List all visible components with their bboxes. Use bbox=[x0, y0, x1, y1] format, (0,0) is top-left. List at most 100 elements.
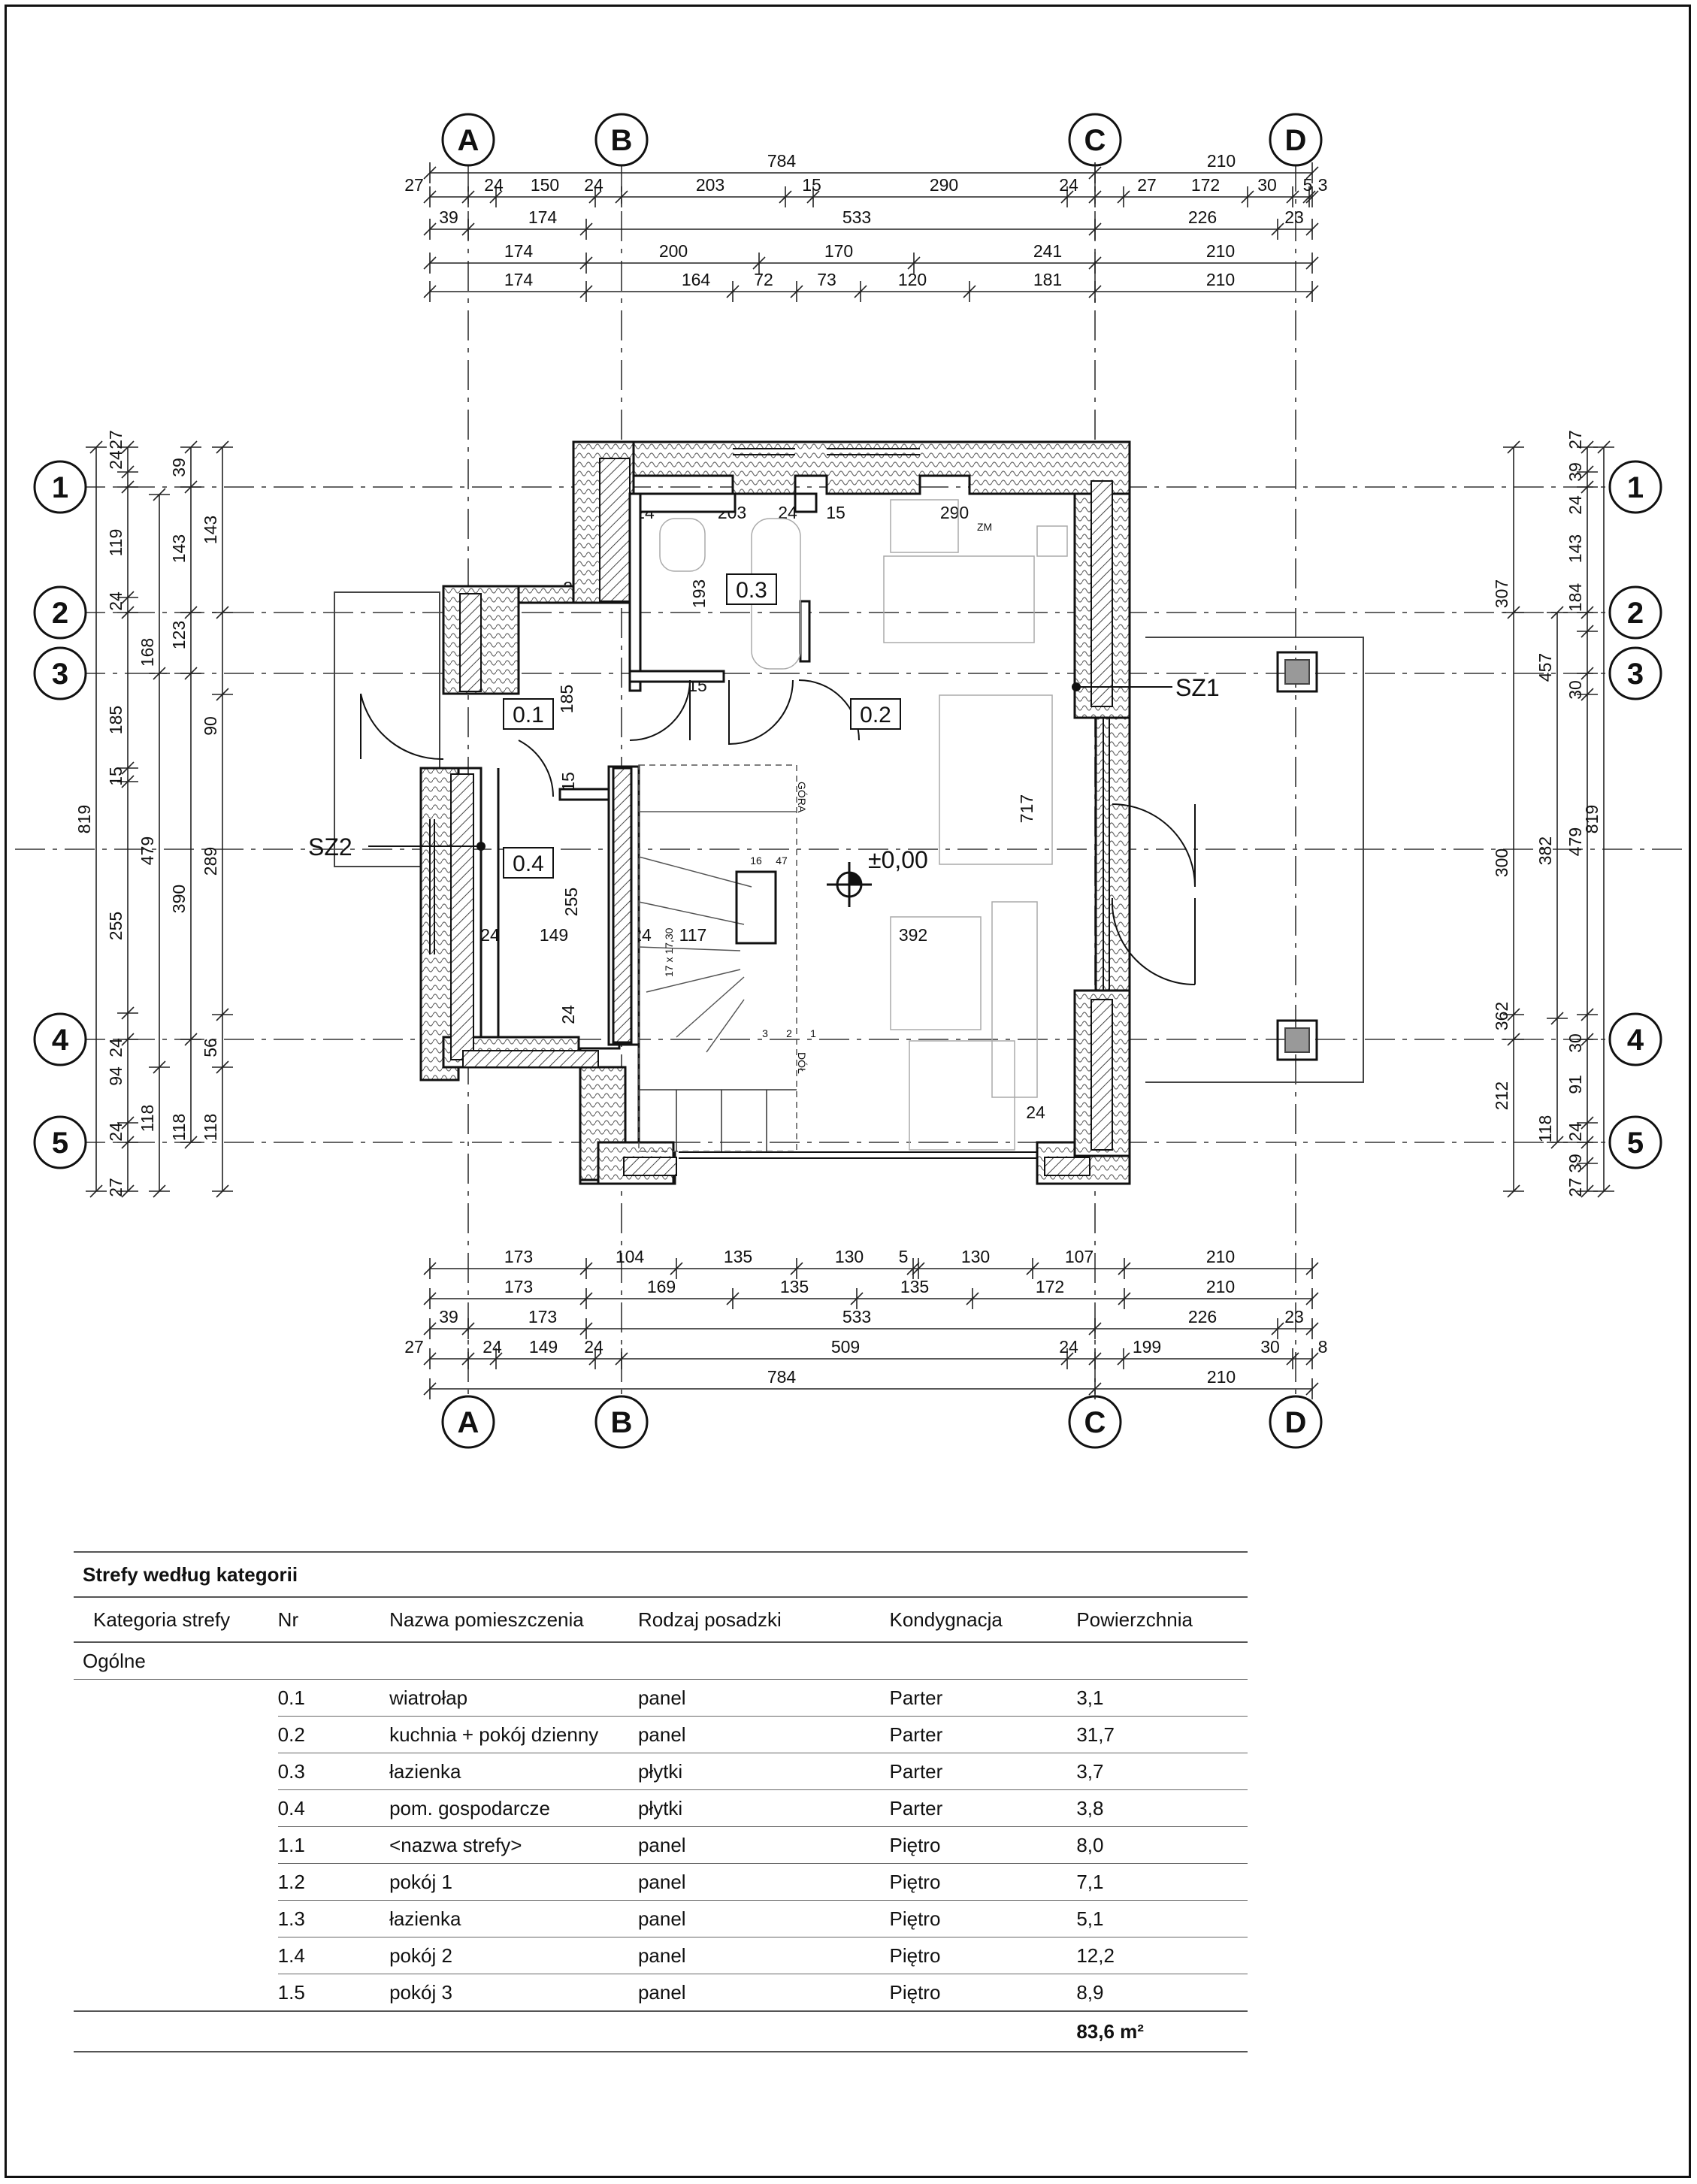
dimension-label: 90 bbox=[201, 716, 220, 736]
dimension-label: 174 bbox=[528, 207, 558, 227]
dimension-label: 479 bbox=[1565, 827, 1585, 856]
dimension-label: 184 bbox=[1565, 583, 1585, 613]
dimension-label: 118 bbox=[201, 1114, 220, 1142]
dimension-label: 27 bbox=[1137, 175, 1157, 195]
cell-category bbox=[74, 1753, 278, 1790]
dimension-label: 27 bbox=[1565, 430, 1585, 449]
cell-floor-type: panel bbox=[637, 1826, 890, 1864]
cell-category bbox=[74, 1680, 278, 1717]
dimension-label: 3 bbox=[1318, 175, 1328, 195]
room-tag-0-3: 0.3 bbox=[736, 578, 767, 603]
dimension-label: 164 bbox=[682, 270, 711, 289]
dimension-label: 479 bbox=[138, 836, 157, 865]
dimension-label: 56 bbox=[201, 1038, 220, 1057]
inner-dimension-label: 2 bbox=[786, 1027, 792, 1039]
dimension-label: 24 bbox=[482, 1337, 502, 1357]
cell-room-name: łazienka bbox=[389, 1900, 638, 1937]
axis-bubble bbox=[1608, 1012, 1662, 1066]
inner-dimension-label: 24 bbox=[1026, 1103, 1045, 1122]
cell-room-name: łazienka bbox=[389, 1753, 638, 1790]
dimension-label: 27 bbox=[106, 430, 126, 449]
dimension-label: 23 bbox=[1284, 207, 1304, 227]
cell-nr: 1.3 bbox=[277, 1900, 390, 1937]
inner-dimension-label: 24 bbox=[558, 1005, 578, 1024]
axis-bubble bbox=[33, 585, 87, 640]
dimension-label: 226 bbox=[1188, 1307, 1217, 1326]
dimension-label: 784 bbox=[767, 1367, 797, 1387]
level-mark: ±0,00 bbox=[868, 846, 928, 873]
total-row: 83,6 m² bbox=[74, 2010, 1248, 2052]
dimension-label: 210 bbox=[1206, 270, 1235, 289]
dimension-label: 30 bbox=[1257, 175, 1277, 195]
dimension-label: 203 bbox=[696, 175, 724, 195]
cell-floor-type: panel bbox=[637, 1900, 890, 1937]
cell-category bbox=[74, 1974, 278, 2012]
dimension-label: 173 bbox=[528, 1307, 557, 1326]
cell-room-name: pokój 3 bbox=[389, 1974, 638, 2012]
dimension-label: 181 bbox=[1033, 270, 1062, 289]
cell-level: Parter bbox=[889, 1789, 1077, 1827]
cell-room-name: pokój 2 bbox=[389, 1937, 638, 1974]
dimension-label: 210 bbox=[1206, 241, 1235, 261]
dimension-label: 200 bbox=[659, 241, 688, 261]
stair-spec-label: 17 x 17,30 bbox=[663, 927, 675, 977]
inner-dimension-label: 255 bbox=[561, 888, 581, 916]
dimension-label: 118 bbox=[169, 1114, 189, 1142]
cell-category bbox=[74, 1901, 278, 1937]
inner-dimension-label: 16 bbox=[750, 855, 762, 867]
dimension-label: 143 bbox=[169, 534, 189, 563]
dimension-label: 210 bbox=[1206, 1247, 1235, 1266]
dimension-label: 390 bbox=[169, 885, 189, 913]
axis-bubble bbox=[1269, 113, 1323, 167]
dimension-label: 107 bbox=[1065, 1247, 1094, 1266]
dimension-label: 819 bbox=[74, 805, 94, 833]
dimension-label: 73 bbox=[817, 270, 836, 289]
cell-floor-type: płytki bbox=[637, 1753, 890, 1790]
axis-label-top: C bbox=[1084, 124, 1106, 157]
axis-bubble bbox=[441, 1395, 495, 1449]
category-label: Ogólne bbox=[74, 1642, 1248, 1680]
header-floor-type: Rodzaj posadzki bbox=[637, 1596, 890, 1643]
cell-room-name: <nazwa strefy> bbox=[389, 1826, 638, 1864]
cell-room-name: kuchnia + pokój dzienny bbox=[389, 1716, 638, 1753]
dimension-label: 457 bbox=[1535, 653, 1555, 682]
dimension-label: 241 bbox=[1033, 241, 1062, 261]
dimension-label: 72 bbox=[754, 270, 773, 289]
axis-label-top: A bbox=[458, 124, 479, 157]
dimension-label: 39 bbox=[169, 458, 189, 477]
dimension-label: 24 bbox=[1059, 175, 1078, 195]
dimension-label: 382 bbox=[1535, 836, 1555, 865]
dimension-label: 210 bbox=[1206, 1277, 1235, 1296]
cell-level: Parter bbox=[889, 1716, 1077, 1753]
dimension-label: 170 bbox=[824, 241, 853, 261]
sz2-label: SZ2 bbox=[308, 833, 352, 861]
dimension-label: 362 bbox=[1492, 1002, 1511, 1030]
cell-nr: 1.4 bbox=[277, 1937, 390, 1974]
cell-floor-type: panel bbox=[637, 1974, 890, 2012]
axis-label-left: 2 bbox=[52, 597, 68, 630]
axis-label-right: 2 bbox=[1627, 597, 1644, 630]
dimension-label: 24 bbox=[106, 1122, 126, 1142]
cell-floor-type: panel bbox=[637, 1716, 890, 1753]
cell-room-name: pokój 1 bbox=[389, 1863, 638, 1901]
dimension-label: 24 bbox=[1565, 495, 1585, 515]
dimension-label: 15 bbox=[106, 767, 126, 786]
header-category: Kategoria strefy bbox=[74, 1596, 278, 1643]
dimension-label: 143 bbox=[1565, 534, 1585, 563]
cell-level: Parter bbox=[889, 1679, 1077, 1717]
dimension-label: 8 bbox=[1318, 1337, 1328, 1357]
dimension-label: 24 bbox=[584, 175, 603, 195]
axis-label-right: 5 bbox=[1627, 1127, 1644, 1160]
cell-level: Piętro bbox=[889, 1863, 1077, 1901]
dimension-label: 30 bbox=[1260, 1337, 1280, 1357]
cell-area: 3,7 bbox=[1076, 1753, 1248, 1790]
zm-label: ZM bbox=[977, 521, 992, 533]
axis-bubble bbox=[33, 460, 87, 514]
axis-bubble bbox=[1608, 460, 1662, 514]
dimension-label: 24 bbox=[584, 1337, 603, 1357]
cell-nr: 0.4 bbox=[277, 1789, 390, 1827]
